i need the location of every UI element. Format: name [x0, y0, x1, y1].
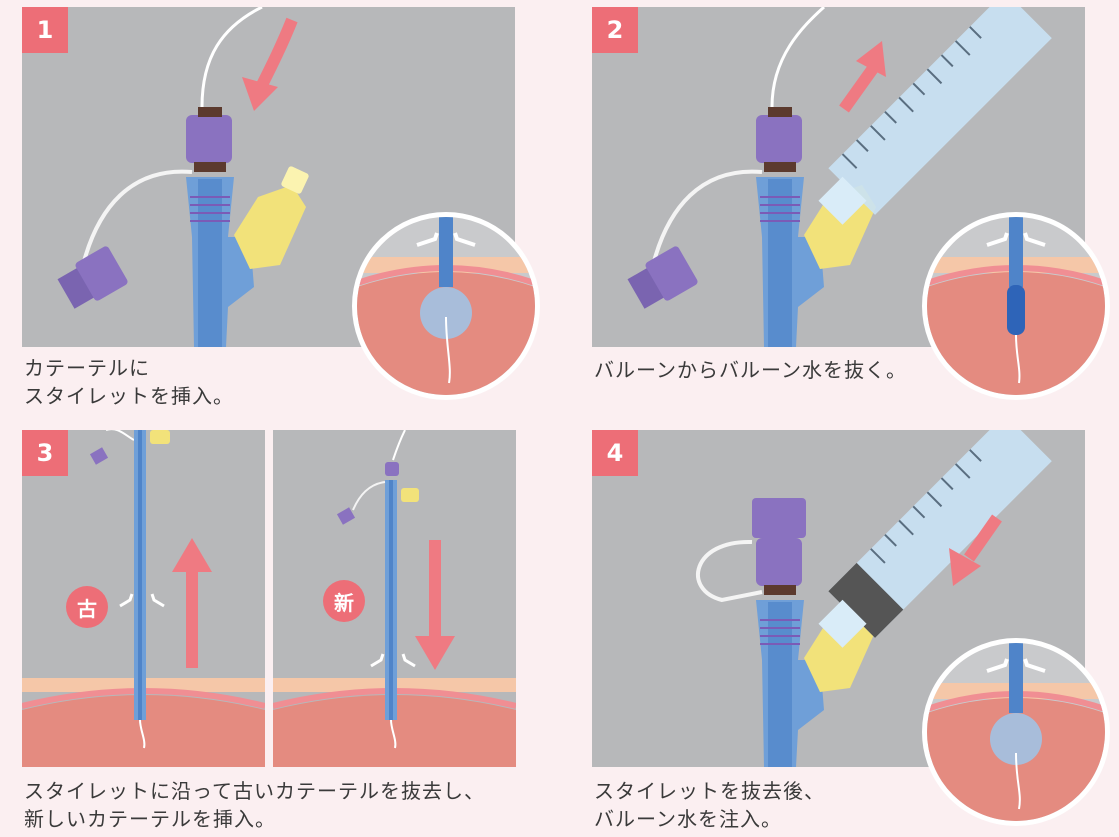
old-catheter-label: 古 — [66, 586, 108, 628]
step-3-badge: 3 — [22, 430, 68, 476]
withdraw-arrow-icon — [834, 37, 894, 117]
step-3-old-panel: 3 古 — [22, 430, 265, 767]
purple-connector — [186, 115, 232, 163]
new-catheter-label: 新 — [323, 580, 365, 622]
inject-arrow-icon — [947, 510, 1007, 590]
step-3-caption: スタイレットに沿って古いカテーテルを抜去し、 新しいカテーテルを挿入。 — [24, 777, 485, 833]
step-3-new-panel: 新 — [273, 430, 516, 767]
balloon-cap-icon — [752, 498, 806, 538]
step-1-caption: カテーテルに スタイレットを挿入。 — [24, 354, 234, 410]
step-4-caption: スタイレットを抜去後、 バルーン水を注入。 — [594, 777, 825, 833]
balloon-cap-icon — [625, 245, 699, 313]
step-3-old-illustration — [22, 430, 265, 767]
step-4-caption-line2: バルーン水を注入。 — [594, 805, 825, 833]
insert-arrow-icon — [232, 15, 302, 115]
step-1-caption-line2: スタイレットを挿入。 — [24, 382, 234, 410]
step-2-caption: バルーンからバルーン水を抜く。 — [594, 356, 907, 384]
step-4-caption-line1: スタイレットを抜去後、 — [594, 777, 825, 805]
remove-up-arrow-icon — [172, 538, 212, 668]
step-2-badge: 2 — [592, 7, 638, 53]
step-3-caption-line2: 新しいカテーテルを挿入。 — [24, 805, 485, 833]
step-3-new-illustration — [273, 430, 516, 767]
deflated-balloon-icon — [1007, 285, 1025, 335]
balloon-cap-icon — [55, 245, 129, 313]
step-2-detail-view — [922, 212, 1110, 400]
step-1-detail-view — [352, 212, 540, 400]
yellow-valve — [234, 185, 306, 269]
syringe-icon — [807, 430, 1052, 659]
step-3-caption-line1: スタイレットに沿って古いカテーテルを抜去し、 — [24, 777, 485, 805]
step-2-caption-line1: バルーンからバルーン水を抜く。 — [594, 356, 907, 384]
step-4-detail-view — [922, 638, 1110, 826]
step-4-badge: 4 — [592, 430, 638, 476]
insert-down-arrow-icon — [415, 540, 455, 670]
step-1-caption-line1: カテーテルに — [24, 354, 234, 382]
step-1-badge: 1 — [22, 7, 68, 53]
